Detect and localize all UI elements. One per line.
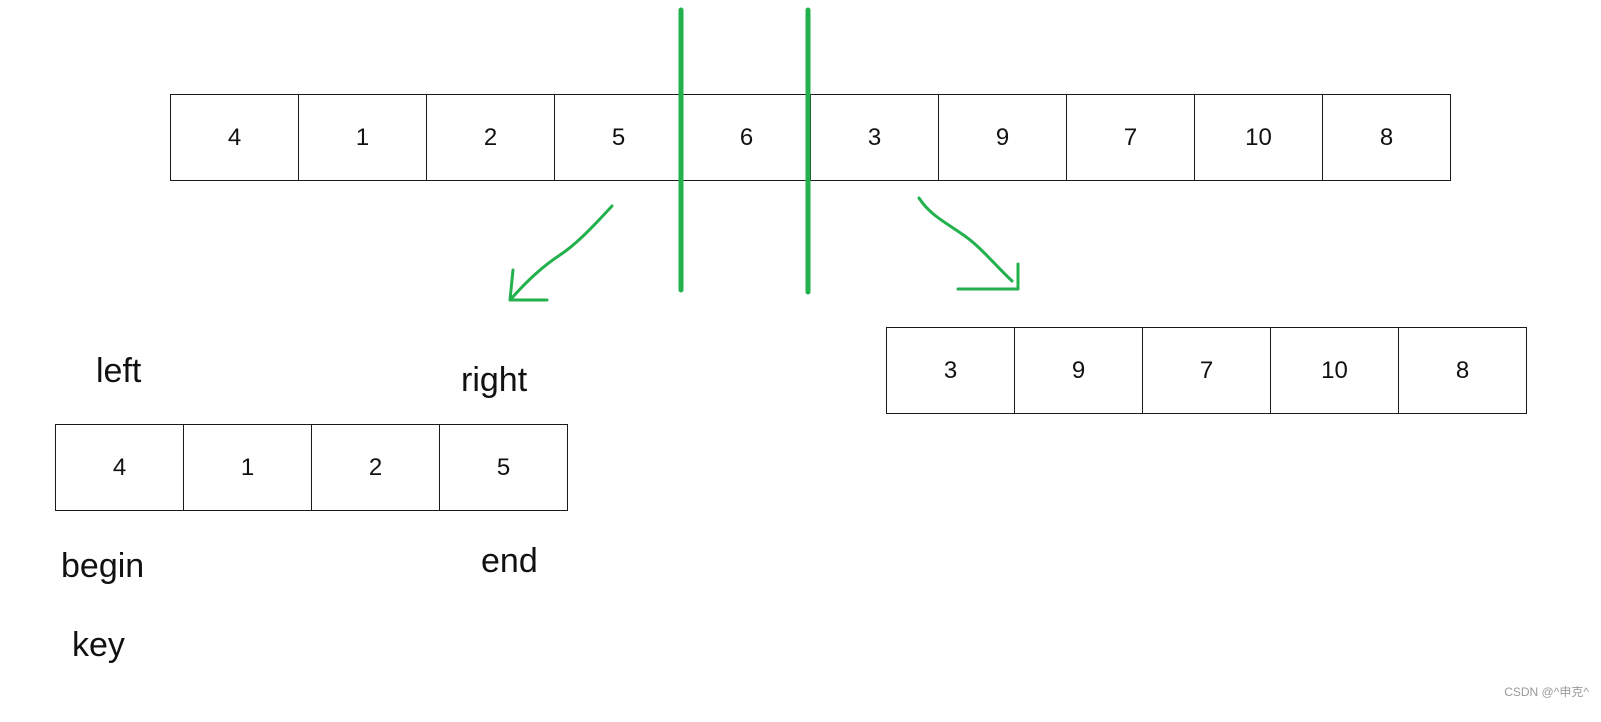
full-array: 4 1 2 5 6 3 9 7 10 8 <box>170 94 1451 181</box>
array-cell: 1 <box>299 95 427 180</box>
array-cell: 2 <box>312 425 440 510</box>
array-cell: 10 <box>1195 95 1323 180</box>
array-cell: 3 <box>811 95 939 180</box>
array-cell: 3 <box>887 328 1015 413</box>
array-cell: 8 <box>1399 328 1527 413</box>
key-pointer-label: key <box>72 626 125 664</box>
array-cell: 7 <box>1143 328 1271 413</box>
arrow-to-right-subarray <box>917 196 1020 291</box>
array-cell: 8 <box>1323 95 1451 180</box>
watermark: CSDN @^申克^ <box>1504 685 1589 699</box>
array-cell: 9 <box>1015 328 1143 413</box>
right-pointer-label: right <box>461 361 528 399</box>
right-subarray: 3 9 7 10 8 <box>886 327 1527 414</box>
array-cell: 1 <box>184 425 312 510</box>
array-cell-pivot: 6 <box>683 95 811 180</box>
array-cell: 4 <box>56 425 184 510</box>
begin-pointer-label: begin <box>61 547 145 585</box>
left-pointer-label: left <box>96 352 142 390</box>
array-cell: 7 <box>1067 95 1195 180</box>
left-subarray: 4 1 2 5 <box>55 424 568 511</box>
array-cell: 4 <box>171 95 299 180</box>
array-cell: 5 <box>440 425 568 510</box>
array-cell: 2 <box>427 95 555 180</box>
arrow-to-left-subarray <box>508 204 614 302</box>
array-cell: 10 <box>1271 328 1399 413</box>
array-cell: 9 <box>939 95 1067 180</box>
array-cell: 5 <box>555 95 683 180</box>
end-pointer-label: end <box>481 542 538 580</box>
